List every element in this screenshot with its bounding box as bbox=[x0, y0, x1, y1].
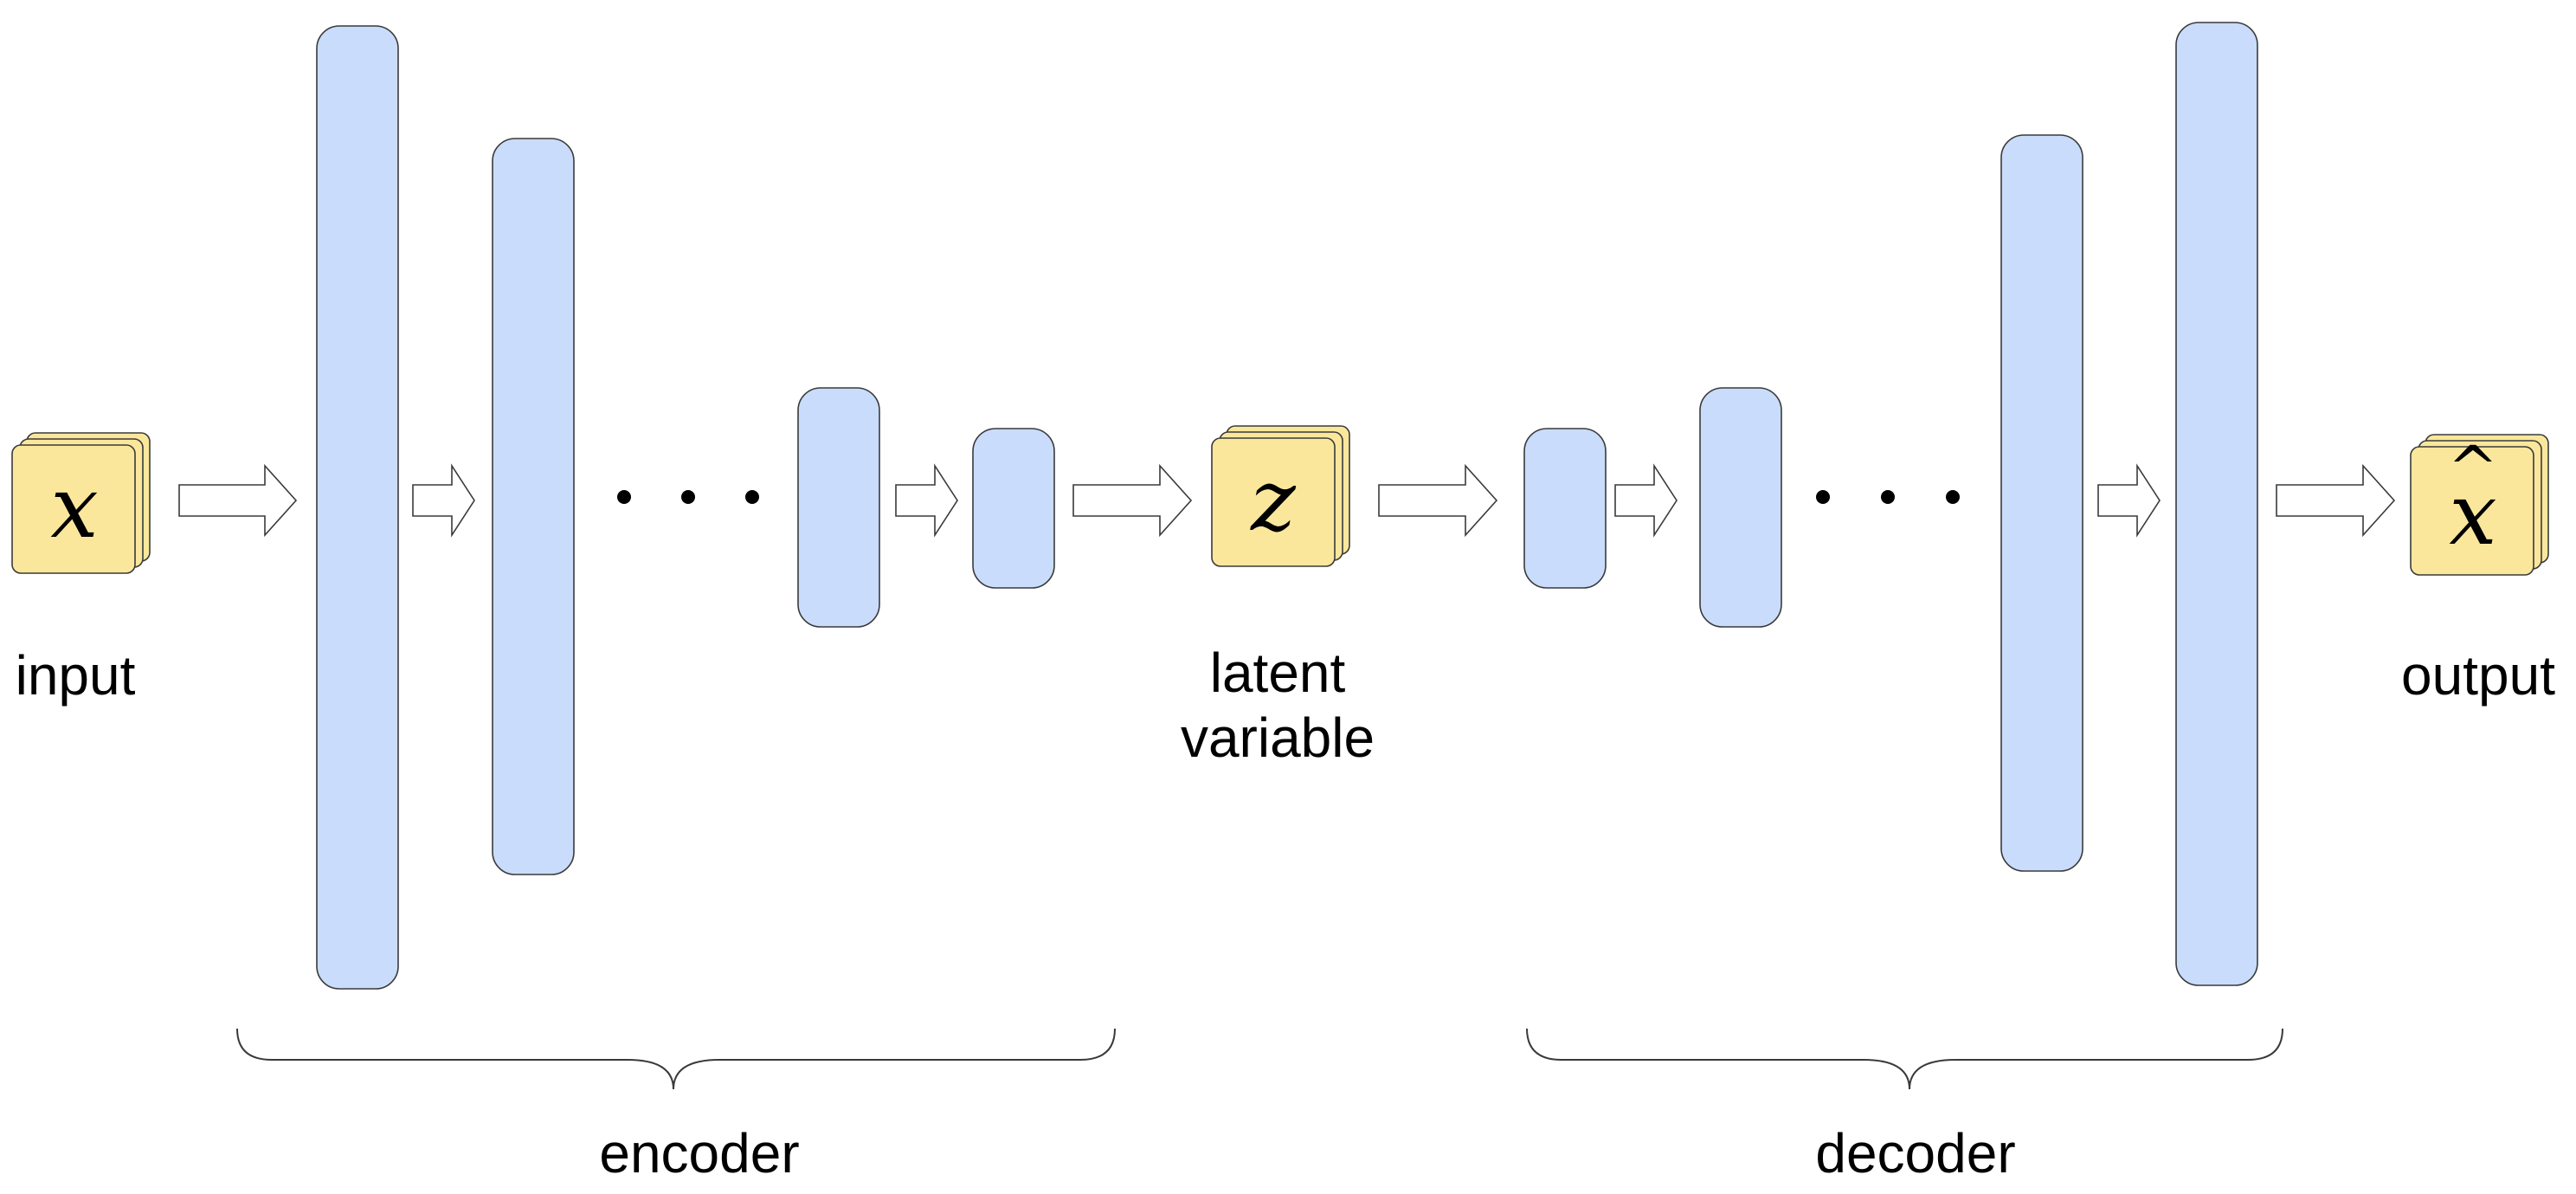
latent-node: z bbox=[1211, 425, 1350, 567]
arrow-encoder-to-latent bbox=[1072, 463, 1193, 538]
encoder-layer-2 bbox=[492, 138, 575, 875]
latent-label-line2: variable bbox=[1181, 707, 1375, 769]
input-symbol: x bbox=[50, 459, 98, 558]
decoder-ellipsis bbox=[1816, 490, 1960, 504]
input-node: x bbox=[11, 432, 151, 574]
arrow-latent-to-decoder bbox=[1378, 463, 1498, 538]
latent-label-line1: latent bbox=[1210, 642, 1346, 704]
output-node: x ^ bbox=[2410, 433, 2549, 576]
arrow-encoder-1-to-2 bbox=[412, 463, 475, 538]
arrow-encoder-3-to-4 bbox=[895, 463, 958, 538]
arrow-decoder-1-to-2 bbox=[1614, 463, 1678, 538]
decoder-layer-3 bbox=[2000, 134, 2083, 872]
decoder-label: decoder bbox=[1815, 1122, 2015, 1184]
encoder-layer-3 bbox=[797, 387, 880, 628]
output-symbol: x bbox=[2449, 466, 2496, 565]
output-label: output bbox=[2401, 644, 2555, 707]
encoder-brace bbox=[236, 1028, 1116, 1090]
encoder-ellipsis bbox=[617, 490, 759, 504]
arrow-input-to-encoder bbox=[178, 463, 298, 538]
encoder-label: encoder bbox=[599, 1122, 799, 1184]
encoder-layer-4 bbox=[972, 428, 1055, 589]
arrow-decoder-3-to-4 bbox=[2097, 463, 2161, 538]
decoder-brace bbox=[1526, 1028, 2283, 1090]
decoder-layer-2 bbox=[1699, 387, 1782, 628]
decoder-layer-4 bbox=[2175, 22, 2258, 986]
input-label: input bbox=[16, 644, 136, 707]
output-hat-symbol: ^ bbox=[2448, 433, 2499, 504]
encoder-layer-1 bbox=[316, 25, 399, 990]
decoder-layer-1 bbox=[1523, 428, 1607, 589]
latent-symbol: z bbox=[1250, 452, 1297, 551]
arrow-decoder-to-output bbox=[2276, 463, 2396, 538]
